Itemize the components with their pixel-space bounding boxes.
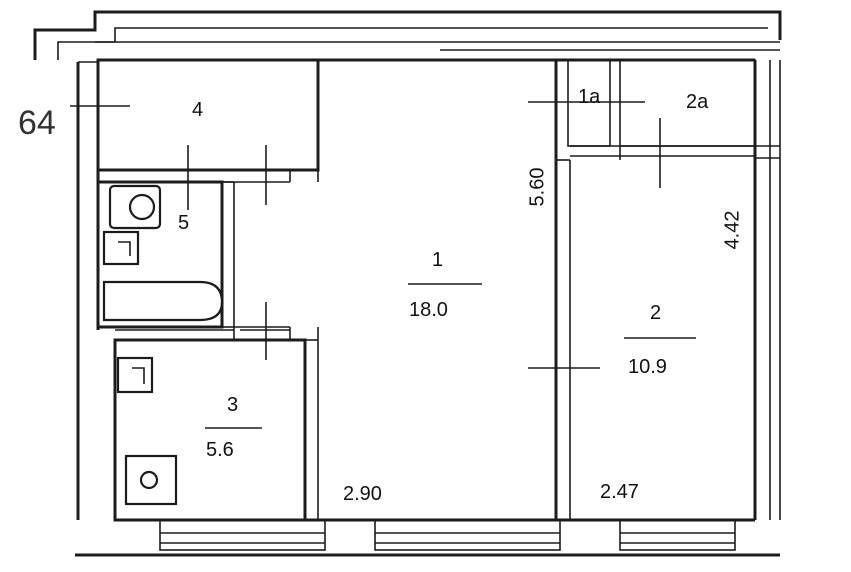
room-4-number: 4 (192, 99, 204, 121)
bottom-windows (75, 519, 780, 557)
bathtub-fixture (102, 280, 224, 322)
room-2-width-dimension: 2.47 (600, 481, 639, 503)
closet-2a (570, 59, 780, 160)
kitchen-sink-fixture (116, 356, 154, 394)
side-mark-label: 64 (18, 104, 56, 142)
room-2-number: 2 (650, 302, 662, 324)
door-marks (187, 101, 661, 369)
stove-fixture (124, 454, 178, 506)
top-outer-wall (33, 10, 782, 60)
room-1-width-dimension: 2.90 (343, 483, 382, 505)
room-4-walls (70, 58, 320, 183)
room-2a-number: 2a (686, 91, 709, 113)
area-underlines (205, 283, 696, 429)
room-3-kitchen (113, 326, 319, 522)
sink-fixture (102, 230, 140, 266)
room-1-area: 18.0 (409, 299, 448, 321)
room-1-number: 1 (432, 249, 444, 271)
room-2-height-dimension: 4.42 (721, 210, 744, 250)
room-5-number: 5 (178, 212, 190, 234)
room-1-2-partition (554, 60, 571, 520)
toilet-fixture (108, 184, 162, 230)
room-1a-number: 1a (578, 86, 601, 108)
room-3-number: 3 (227, 394, 239, 416)
room-5-bathroom (96, 180, 235, 329)
left-outer-wall (76, 61, 100, 520)
room-3-area: 5.6 (206, 439, 234, 461)
room-1-height-dimension: 5.60 (526, 167, 549, 207)
room-2-area: 10.9 (628, 356, 667, 378)
